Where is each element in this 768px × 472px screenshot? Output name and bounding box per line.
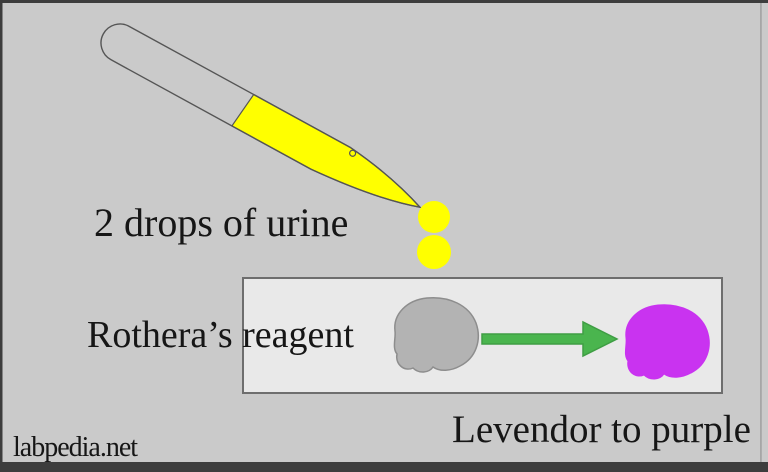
watermark-label: labpedia.net xyxy=(13,432,138,463)
result-blob-icon xyxy=(624,304,710,380)
pipette-icon xyxy=(100,23,422,209)
result-label: Levendor to purple xyxy=(452,408,751,451)
reaction-arrow-icon xyxy=(481,320,619,358)
pipette-body-outline xyxy=(100,23,422,209)
frame-bottom xyxy=(0,462,768,472)
reagent-label: Rothera’s reagent xyxy=(87,314,354,356)
frame-left xyxy=(0,0,3,472)
urine-drop-icon xyxy=(418,201,450,233)
frame-right-line xyxy=(760,3,762,462)
frame-top xyxy=(0,0,768,3)
drops-label: 2 drops of urine xyxy=(94,200,349,245)
pipette-liquid-bubble xyxy=(349,149,357,157)
reagent-blob-icon xyxy=(393,297,480,373)
urine-drop-icon xyxy=(417,235,451,269)
